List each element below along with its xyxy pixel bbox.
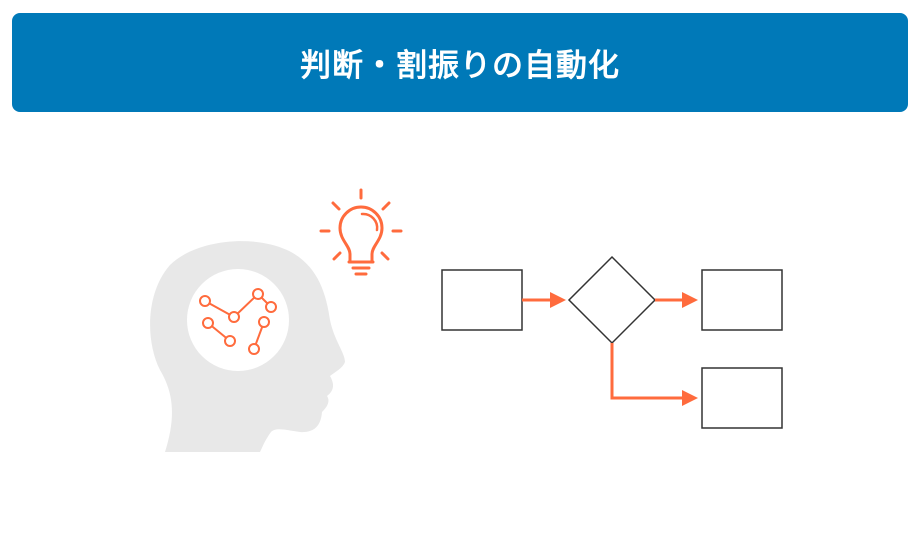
process-box-start — [441, 269, 523, 331]
lightbulb-icon — [319, 188, 403, 276]
network-nodes-icon — [199, 288, 277, 355]
process-box-right — [701, 269, 783, 331]
header-banner: 判断・割振りの自動化 — [12, 13, 908, 112]
process-box-bottom — [701, 367, 783, 429]
flowchart-icon — [441, 255, 783, 429]
decision-diamond — [567, 255, 657, 345]
head-silhouette-icon — [150, 241, 345, 452]
page-title: 判断・割振りの自動化 — [300, 48, 620, 84]
flow-arrows — [522, 292, 698, 406]
